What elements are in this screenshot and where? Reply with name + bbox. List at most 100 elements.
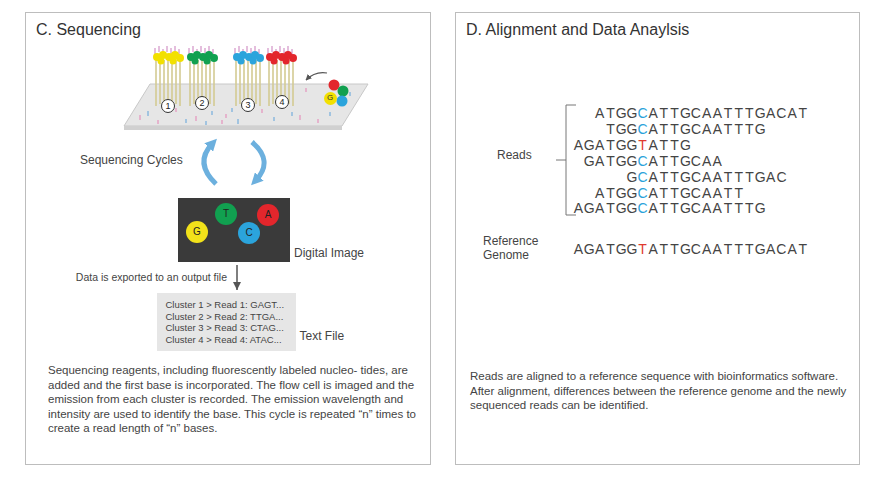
base-letter: A bbox=[594, 153, 605, 169]
base-letter: T bbox=[744, 121, 755, 137]
base-letter: T bbox=[605, 153, 616, 169]
base-letter: G bbox=[755, 105, 766, 121]
base-letter: G bbox=[680, 241, 691, 257]
base-letter: A bbox=[648, 169, 659, 185]
base-letter: G bbox=[626, 137, 637, 153]
read-sequence: AGATGGCATTGCAATTTG bbox=[573, 200, 765, 216]
base-letter: T bbox=[659, 121, 670, 137]
base-letter: T bbox=[215, 203, 237, 225]
base-letter: G bbox=[616, 105, 627, 121]
circle-shape bbox=[257, 204, 279, 226]
circle-shape bbox=[162, 100, 175, 113]
base-letter: T bbox=[659, 153, 670, 169]
base-letter: A bbox=[648, 200, 659, 216]
base-letter: A bbox=[701, 185, 712, 201]
base-letter: T bbox=[733, 200, 744, 216]
base-letter: G bbox=[616, 153, 627, 169]
base-letter: A bbox=[765, 105, 776, 121]
base-letter: G bbox=[616, 241, 627, 257]
base-letter: A bbox=[648, 105, 659, 121]
base-letter: G bbox=[584, 137, 595, 153]
base-letter: G bbox=[755, 169, 766, 185]
base-letter: A bbox=[573, 241, 584, 257]
read-sequence: ATGGCATTGCAATT bbox=[594, 185, 744, 201]
base-letter: T bbox=[733, 241, 744, 257]
reads-label: Reads bbox=[497, 148, 532, 162]
base-letter: G bbox=[626, 121, 637, 137]
base-letter: T bbox=[669, 105, 680, 121]
base-letter: T bbox=[723, 105, 734, 121]
base-letter: T bbox=[797, 241, 808, 257]
circle-shape bbox=[324, 92, 337, 105]
base-letter: C bbox=[637, 185, 648, 201]
cluster-number: 1 bbox=[161, 99, 175, 113]
file-label: Text File bbox=[300, 329, 345, 343]
base-letter: A bbox=[712, 200, 723, 216]
digital-image: GTCADigital Image bbox=[178, 198, 290, 262]
circle-shape bbox=[215, 203, 237, 225]
base-letter: A bbox=[648, 137, 659, 153]
base-letter: T bbox=[605, 105, 616, 121]
base-letter: T bbox=[605, 121, 616, 137]
base-letter: T bbox=[605, 185, 616, 201]
nucleotide-dot bbox=[338, 86, 349, 97]
base-letter: C bbox=[637, 153, 648, 169]
base-letter: C bbox=[691, 169, 702, 185]
file-line: Cluster 2 > Read 2: TTGA... bbox=[166, 311, 284, 323]
flow-cell-marks bbox=[140, 88, 318, 124]
base-letter: A bbox=[648, 185, 659, 201]
base-letter: C bbox=[238, 222, 260, 244]
circle-shape bbox=[276, 96, 289, 109]
base-letter: A bbox=[648, 241, 659, 257]
base-letter: T bbox=[723, 121, 734, 137]
base-letter: T bbox=[659, 241, 670, 257]
base-letter: A bbox=[712, 185, 723, 201]
base-letter: T bbox=[669, 137, 680, 153]
base-letter: T bbox=[659, 137, 670, 153]
addition-arrow bbox=[306, 73, 327, 80]
file-line: Cluster 1 > Read 1: GAGT... bbox=[166, 299, 285, 311]
base-letter: T bbox=[669, 185, 680, 201]
base-letter: A bbox=[712, 121, 723, 137]
base-letter: T bbox=[744, 169, 755, 185]
base-letter: C bbox=[691, 153, 702, 169]
circle-shape bbox=[242, 99, 255, 112]
base-letter: T bbox=[669, 200, 680, 216]
base-letter: G bbox=[616, 121, 627, 137]
base-letter: T bbox=[744, 200, 755, 216]
base-letter: G bbox=[626, 200, 637, 216]
nucleotide-dot bbox=[337, 96, 348, 107]
base-letter: G bbox=[680, 200, 691, 216]
file-line: Cluster 3 > Read 3: CTAG... bbox=[166, 322, 284, 334]
base-letter: A bbox=[712, 153, 723, 169]
callout-number: 4 bbox=[275, 95, 289, 109]
base-letter: T bbox=[733, 185, 744, 201]
base-letter: C bbox=[691, 185, 702, 201]
base-letter: G bbox=[627, 169, 638, 185]
base-letter: C bbox=[637, 169, 648, 185]
file-line: Cluster 4 > Read 4: ATAC... bbox=[166, 334, 282, 346]
base-letter: G bbox=[755, 241, 766, 257]
circle-shape bbox=[186, 221, 208, 243]
base-letter: C bbox=[776, 105, 787, 121]
image-label: Digital Image bbox=[294, 246, 364, 260]
base-letter: G bbox=[584, 200, 595, 216]
base-letter: G bbox=[680, 105, 691, 121]
base-letter: T bbox=[733, 121, 744, 137]
base-letter: A bbox=[594, 185, 605, 201]
base-letter: T bbox=[605, 137, 616, 153]
cluster-signal: C bbox=[238, 222, 260, 244]
cluster bbox=[233, 46, 264, 106]
base-letter: T bbox=[669, 169, 680, 185]
base-letter: A bbox=[712, 105, 723, 121]
base-letter: T bbox=[659, 169, 670, 185]
base-letter: G bbox=[680, 185, 691, 201]
base-letter: G bbox=[626, 105, 637, 121]
base-letter: A bbox=[701, 153, 712, 169]
base-letter: T bbox=[637, 137, 648, 153]
read-sequence: TGGCATTGCAATTTG bbox=[605, 121, 765, 137]
nucleotide-dot: G bbox=[324, 92, 337, 105]
base-letter: C bbox=[691, 121, 702, 137]
base-letter: T bbox=[659, 185, 670, 201]
